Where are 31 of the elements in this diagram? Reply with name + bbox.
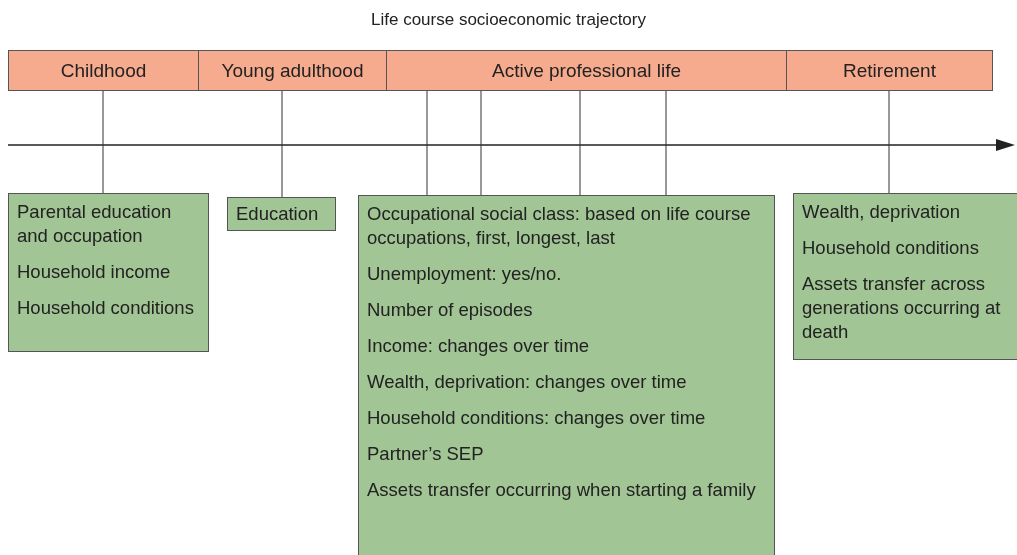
connector-line: [665, 90, 667, 196]
info-text: Household income: [17, 260, 172, 284]
info-text: Assets transfer occurring when starting a family: [367, 478, 757, 502]
connector-line: [480, 90, 482, 196]
info-text: Assets transfer across generations occurring at death: [802, 272, 1002, 344]
connector-line: [426, 90, 428, 196]
info-text: Income: changes over time: [367, 334, 591, 358]
info-text: Occupational social class: based on life course occupations, first, longest, last: [367, 202, 752, 250]
diagram-title: Life course socioeconomic trajectory: [370, 10, 647, 30]
info-text: Wealth, deprivation: changes over time: [367, 370, 688, 394]
info-box: [358, 195, 775, 555]
connector-line: [579, 90, 581, 196]
connector-line: [281, 90, 283, 198]
phase-band: Childhood: [8, 50, 199, 91]
info-box: [793, 193, 1017, 360]
phase-band: Young adulthood: [198, 50, 387, 91]
connector-line: [888, 90, 890, 194]
info-text: Partner’s SEP: [367, 442, 485, 466]
phase-band: Active professional life: [386, 50, 787, 91]
info-box: [227, 197, 336, 231]
info-box: [8, 193, 209, 352]
connector-line: [102, 90, 104, 194]
info-text: Household conditions: [802, 236, 980, 260]
info-text: Education: [236, 202, 320, 226]
info-text: Parental education and occupation: [17, 200, 173, 248]
info-text: Number of episodes: [367, 298, 534, 322]
info-text: Household conditions: changes over time: [367, 406, 707, 430]
info-text: Household conditions: [17, 296, 195, 320]
phase-band: Retirement: [786, 50, 993, 91]
info-text: Unemployment: yes/no.: [367, 262, 563, 286]
info-text: Wealth, deprivation: [802, 200, 962, 224]
